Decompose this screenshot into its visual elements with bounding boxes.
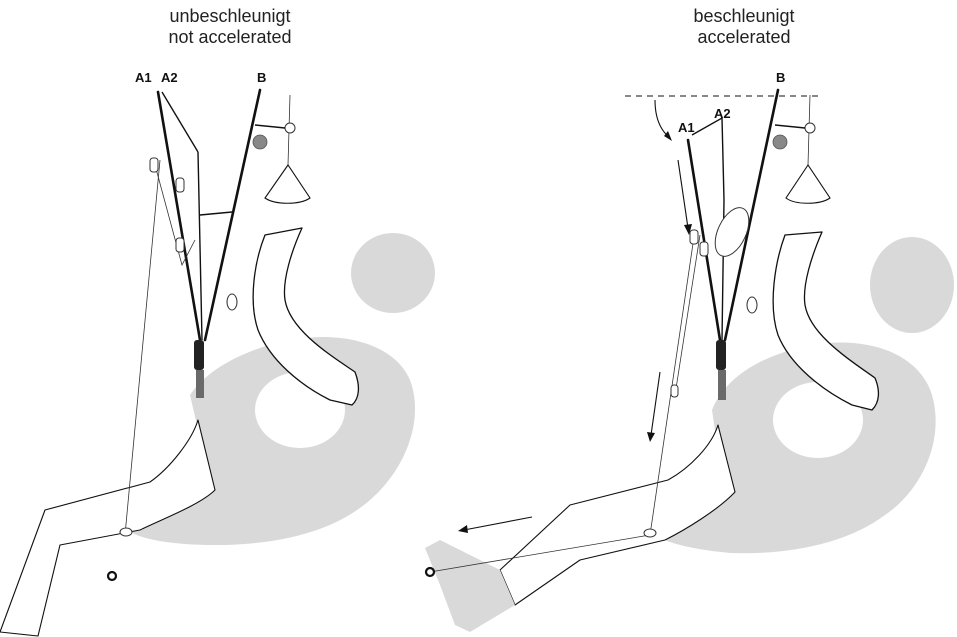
left-panel [0, 90, 435, 636]
right-pulley-1 [690, 230, 698, 244]
right-down-arrow-2 [651, 372, 660, 435]
left-pilot-head [351, 233, 435, 313]
right-left-arrow [464, 517, 532, 530]
right-speedbar-ring [426, 568, 434, 576]
right-rotation-arrowhead [664, 131, 672, 141]
left-speed-line-2 [155, 165, 195, 265]
right-loop [747, 297, 757, 313]
right-brake-handle [786, 165, 830, 203]
left-pulley-2 [176, 178, 184, 192]
left-brake-weight [253, 135, 267, 149]
left-harness-strap [196, 370, 204, 398]
right-harness-strap [718, 370, 726, 400]
left-loop [227, 294, 237, 310]
right-panel [425, 90, 954, 632]
left-brake-handle [265, 165, 310, 203]
right-brake-weight [773, 135, 787, 149]
right-pilot-head [870, 237, 954, 333]
right-pilot-leg [500, 425, 735, 605]
right-speed-line-2 [675, 235, 700, 395]
right-pilot-foot [425, 540, 515, 632]
right-down-arrowhead-2 [647, 432, 655, 442]
right-brake-pulley [805, 123, 815, 133]
left-foot-pulley [120, 528, 132, 536]
right-foot-pulley [644, 529, 656, 537]
left-carabiner [194, 340, 204, 370]
left-speedbar-ring [108, 572, 116, 580]
left-riser-a1 [158, 92, 200, 340]
left-riser-a2-lower [198, 152, 202, 340]
right-carabiner [716, 340, 726, 370]
left-brake-pulley [285, 123, 295, 133]
left-pulley-1 [150, 158, 158, 172]
right-pulley-2 [700, 242, 708, 256]
right-left-arrowhead [458, 525, 468, 533]
left-pulley-3 [176, 238, 184, 252]
right-pulley-3 [671, 385, 678, 397]
right-down-arrow-1 [678, 160, 688, 228]
right-brake-bar [775, 125, 805, 128]
left-brake-bar [255, 125, 285, 128]
left-brake-connector [200, 212, 232, 215]
